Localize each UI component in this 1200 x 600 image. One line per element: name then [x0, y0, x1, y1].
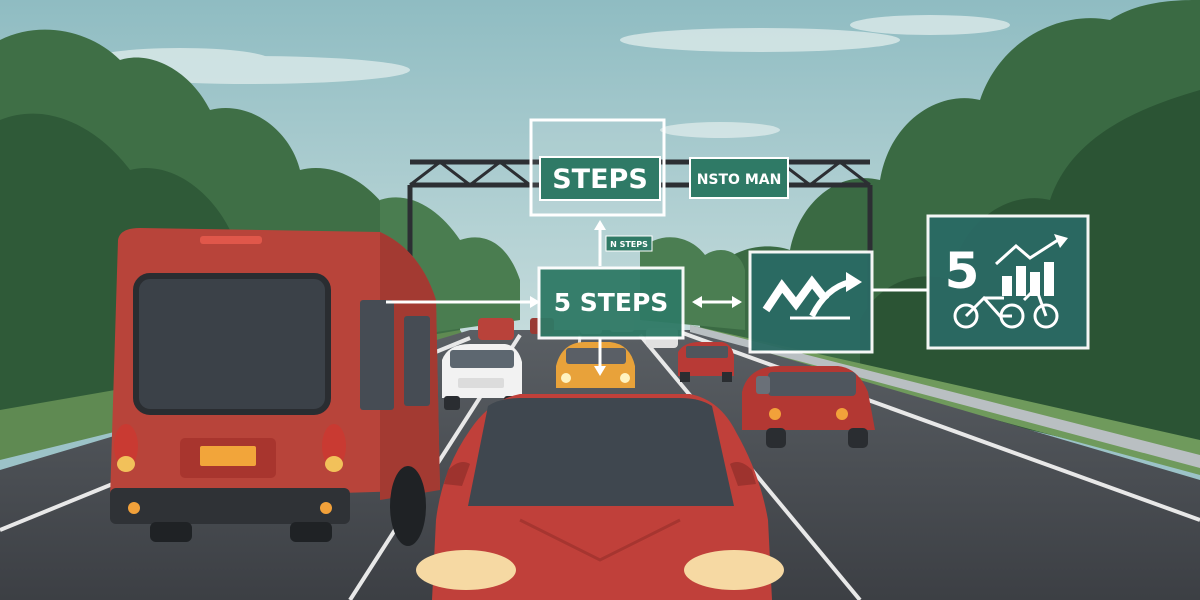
red-car-foreground — [416, 394, 784, 600]
small-sign — [605, 235, 653, 252]
yellow-car — [556, 342, 635, 388]
right-panel-number: 5 — [945, 242, 980, 300]
gantry-right-sign-text: NSTO MAN — [697, 172, 782, 188]
top-sign — [539, 156, 661, 201]
guard-rail — [690, 325, 1200, 468]
red-bus — [110, 228, 440, 546]
bar-chart-bicycle-icon — [926, 214, 1090, 350]
center-sign — [537, 266, 685, 340]
top-sign-text: STEPS — [552, 164, 648, 195]
center-sign-text: 5 STEPS — [554, 288, 669, 317]
arrow-heads — [530, 220, 742, 376]
gantry-right-sign — [689, 157, 789, 199]
red-car-far-right — [678, 342, 734, 382]
red-car-right — [742, 366, 875, 448]
small-sign-text: N STEPS — [610, 240, 648, 249]
zigzag-arrow-icon — [748, 250, 874, 354]
